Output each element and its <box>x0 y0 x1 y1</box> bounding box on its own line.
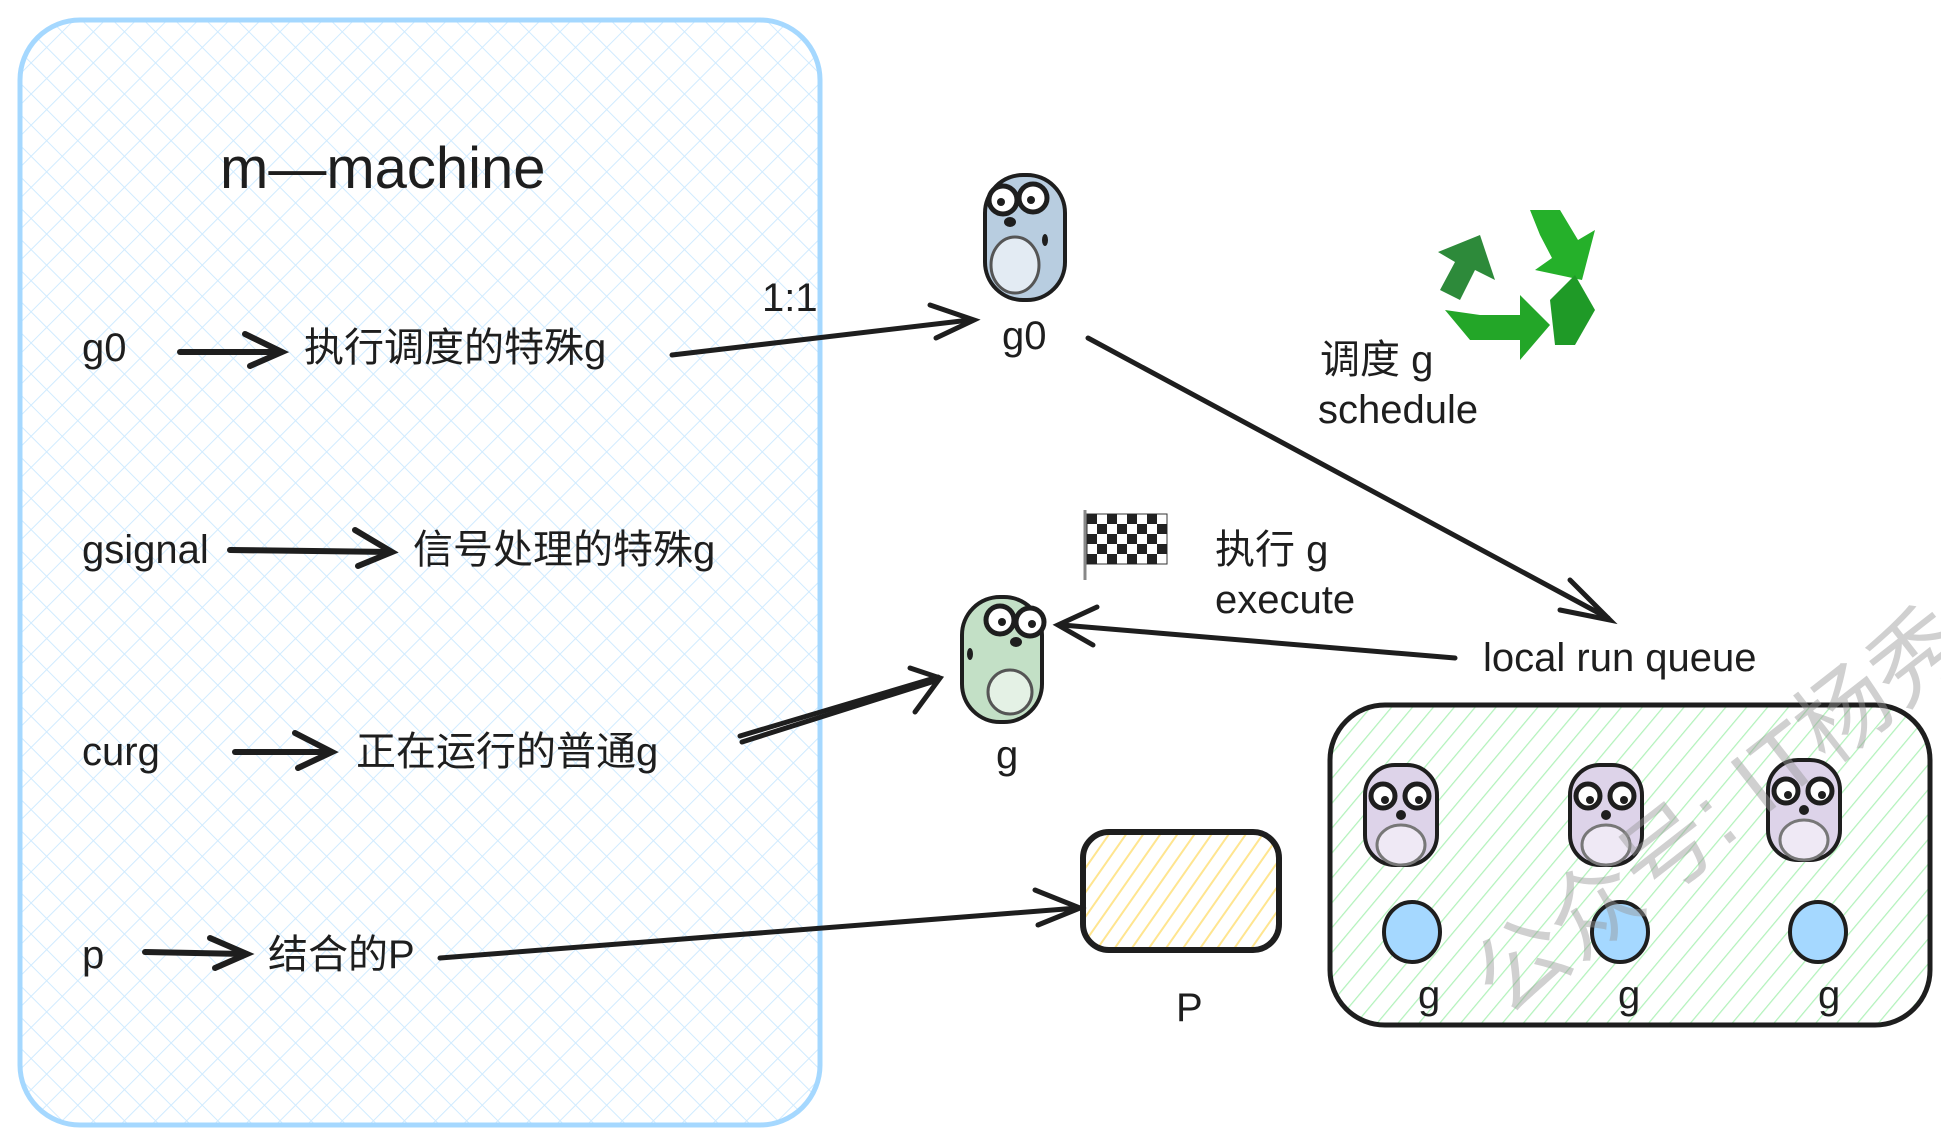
current-g-label: g <box>996 733 1019 777</box>
field-desc-curg: 正在运行的普通g <box>356 730 659 774</box>
field-name-p: p <box>82 933 105 977</box>
ratio-label: 1:1 <box>762 276 818 320</box>
gopher-g0-icon <box>983 173 1067 302</box>
gopher-curg-icon <box>960 595 1047 724</box>
field-name-curg: curg <box>82 730 160 774</box>
recycle-icon <box>1438 210 1595 360</box>
arrow-g0-to-runqueue <box>1085 335 1618 625</box>
arrow-curg-desc <box>232 730 339 771</box>
execute-label-en: execute <box>1215 578 1356 622</box>
queue-g-label-3: g <box>1818 973 1841 1017</box>
queue-g-circle-1 <box>1382 900 1442 964</box>
field-desc-g0: 执行调度的特殊g <box>304 326 607 370</box>
g0-label: g0 <box>1002 314 1047 358</box>
schedule-label-cn: 调度 g <box>1320 338 1434 382</box>
execute-label-cn: 执行 g <box>1215 528 1329 572</box>
machine-title: m—machine <box>220 136 546 201</box>
field-desc-p: 结合的P <box>268 933 415 977</box>
local-run-queue-label: local run queue <box>1483 636 1757 680</box>
arrow-g0-to-gopher <box>669 302 981 358</box>
schedule-label-en: schedule <box>1318 388 1479 432</box>
queue-g-circle-2 <box>1590 900 1650 964</box>
checkered-flag-icon <box>1083 510 1168 580</box>
queue-gopher-icon-2 <box>1568 763 1644 867</box>
arrow-gsignal-desc <box>227 527 399 569</box>
arrow-runqueue-to-g <box>1052 604 1458 661</box>
arrow-g0-desc <box>177 331 290 369</box>
field-name-gsignal: gsignal <box>82 528 209 572</box>
field-desc-gsignal: 信号处理的特殊g <box>413 528 716 572</box>
queue-g-label-1: g <box>1418 973 1441 1017</box>
field-name-g0: g0 <box>82 326 127 370</box>
queue-g-label-2: g <box>1618 973 1641 1017</box>
queue-gopher-icon-1 <box>1363 763 1439 867</box>
machine-box <box>17 17 823 1128</box>
p-box <box>1080 829 1282 953</box>
queue-gopher-icon-3 <box>1766 758 1842 862</box>
arrow-curg-to-gopher <box>737 665 945 745</box>
p-label: P <box>1176 986 1203 1030</box>
queue-g-circle-3 <box>1788 900 1848 964</box>
arrow-p-desc <box>142 935 255 971</box>
